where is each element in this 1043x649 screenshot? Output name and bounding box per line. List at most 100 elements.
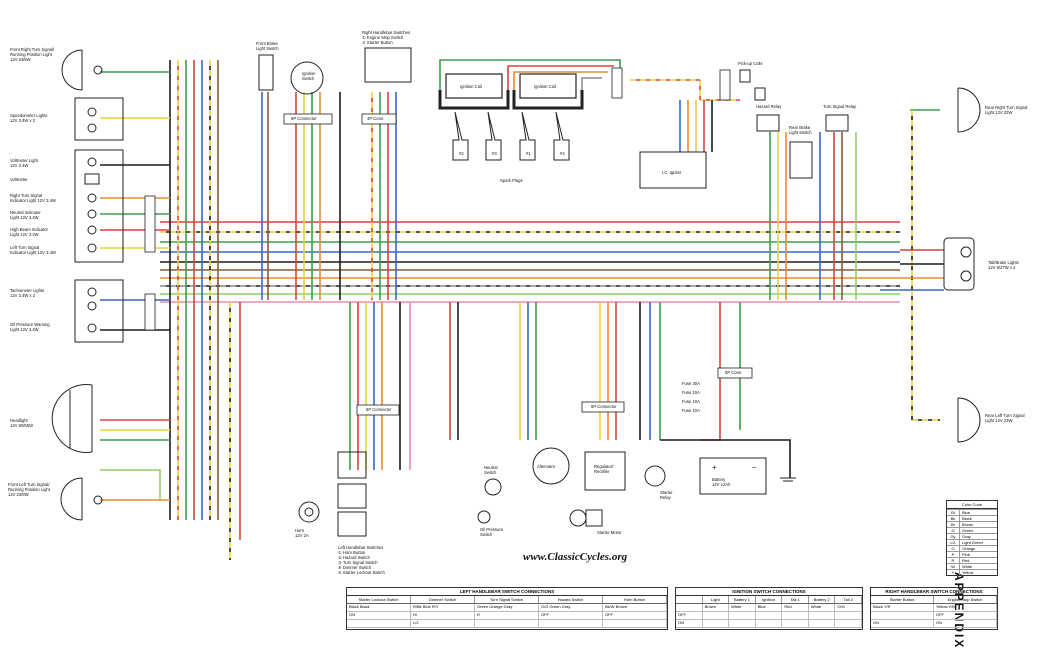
table-cell: OFF: [934, 612, 997, 619]
speedometer-panel: [74, 97, 124, 141]
color-code-name: Orange: [962, 546, 976, 551]
component-shapes: + −: [51, 47, 981, 537]
starter-relay-label: Starter Relay: [660, 490, 673, 500]
turn-signal-relay-label: Turn Signal Relay: [823, 104, 857, 109]
headlight-lamp: [51, 384, 93, 453]
table-cell: R/Bk Blue R/Y: [411, 604, 475, 611]
ignition-coil-2-label: Ignition Coil: [534, 84, 556, 89]
voltmeter-light-label: Voltmeter Light 12V 3.4W: [10, 158, 38, 168]
ignition-switch: [290, 61, 324, 95]
table-cell: [729, 620, 756, 627]
ignition-table-title: IGNITION SWITCH CONNECTIONS: [676, 588, 862, 596]
table-cell: Yellow Y/B: [934, 604, 997, 611]
hazard-relay-label: Hazard Relay: [756, 104, 782, 109]
table-header-cell: Tail 1: [782, 596, 809, 603]
neutral-switch-label: Neutral Switch: [484, 465, 498, 475]
svg-text:+: +: [712, 463, 717, 472]
table-header-cell: Ignition: [756, 596, 783, 603]
ic-igniter: [639, 151, 707, 189]
fuse-3-label: Fuse 10A: [682, 399, 700, 404]
mid-connector-label: 6P Connector: [366, 407, 392, 412]
fuse-4-label: Fuse 10A: [682, 408, 700, 413]
table-cell: [835, 612, 863, 619]
table-cell: [676, 604, 703, 611]
tachometer-panel: [74, 279, 124, 343]
color-code-name: Gray: [962, 534, 971, 539]
pickup-coils-label: Pick-up Coils: [738, 61, 763, 66]
wire: [660, 439, 791, 478]
color-code-abbr: Bl: [947, 510, 960, 515]
table-cell: R: [475, 612, 539, 619]
table-cell: [703, 620, 730, 627]
color-code-name: Yellow: [962, 570, 974, 575]
front-right-turn-lamp: [61, 49, 103, 91]
table-cell: [729, 612, 756, 619]
table-cell: Brown: [703, 604, 730, 611]
starter-motor-label: Starter Motor: [597, 530, 622, 535]
right-handlebar-switch: [364, 47, 412, 83]
table-header-cell: Light: [703, 596, 730, 603]
table-header-cell: Tail 2: [835, 596, 863, 603]
table-cell: OFF: [603, 612, 667, 619]
color-code-abbr: P: [947, 552, 960, 557]
wire-stripe: [911, 110, 940, 421]
table-cell: [703, 612, 730, 619]
ignition-coil-1-label: Ignition Coil: [460, 84, 482, 89]
table-cell: [539, 620, 603, 627]
wire: [100, 469, 161, 500]
ignition-coil-1: [438, 73, 510, 110]
rear-right-turn-label: Rear Right Turn Signal Light 12V 23W: [985, 105, 1028, 115]
table-row: OFF: [676, 612, 863, 620]
tail-brake-lamps: [943, 237, 975, 291]
right-turn-indicator-label: Right Turn Signal Indicator Light 12V 3.…: [10, 193, 56, 203]
starter-motor: [569, 509, 603, 527]
ground-symbol: [780, 477, 796, 482]
color-code-title: Color Code: [947, 501, 997, 509]
tail-brake-label: Tail/Brake Lights 12V 8/27W x 2: [988, 260, 1019, 270]
color-code-name: Black: [962, 516, 972, 521]
table-cell: Hi: [411, 612, 475, 619]
color-code-name: Pink: [962, 552, 970, 557]
table-cell: Black Y/R: [871, 604, 934, 611]
color-code-abbr: O: [947, 546, 960, 551]
table-header-cell: Horn Button: [603, 596, 667, 603]
neutral-indicator-label: Neutral Indicator Light 12V 3.4W: [10, 210, 41, 220]
table-cell: [809, 620, 836, 627]
color-code-name: White: [962, 564, 973, 569]
table-cell: OFF: [539, 612, 603, 619]
color-code-name: Blue: [962, 510, 971, 515]
color-code-abbr: LG: [947, 540, 960, 545]
svg-text:−: −: [752, 463, 757, 472]
color-code-abbr: W: [947, 564, 960, 569]
table-cell: Red: [782, 604, 809, 611]
starter-relay: [644, 465, 666, 487]
plug-1-label: #1: [526, 151, 531, 156]
table-cell: [835, 620, 863, 627]
table-cell: ON: [934, 620, 997, 627]
table-cell: [756, 612, 783, 619]
alternator-label: Alternator: [537, 464, 556, 469]
color-code-name: Red: [962, 558, 970, 563]
table-header-cell: Hazard Switch: [539, 596, 603, 603]
color-code-abbr: Br: [947, 522, 960, 527]
horn-label: Horn 12V 2A: [295, 528, 309, 538]
ignition-coil-2: [512, 73, 584, 110]
front-brake-switch-label: Front Brake Light Switch: [256, 41, 279, 51]
right-handlebar-label: Right Handlebar Switches ① Engine Stop S…: [362, 30, 411, 45]
table-cell: [603, 620, 667, 627]
table-cell: White: [809, 604, 836, 611]
alternator: [532, 447, 570, 485]
table-cell: [756, 620, 783, 627]
table-cell: [347, 620, 411, 627]
